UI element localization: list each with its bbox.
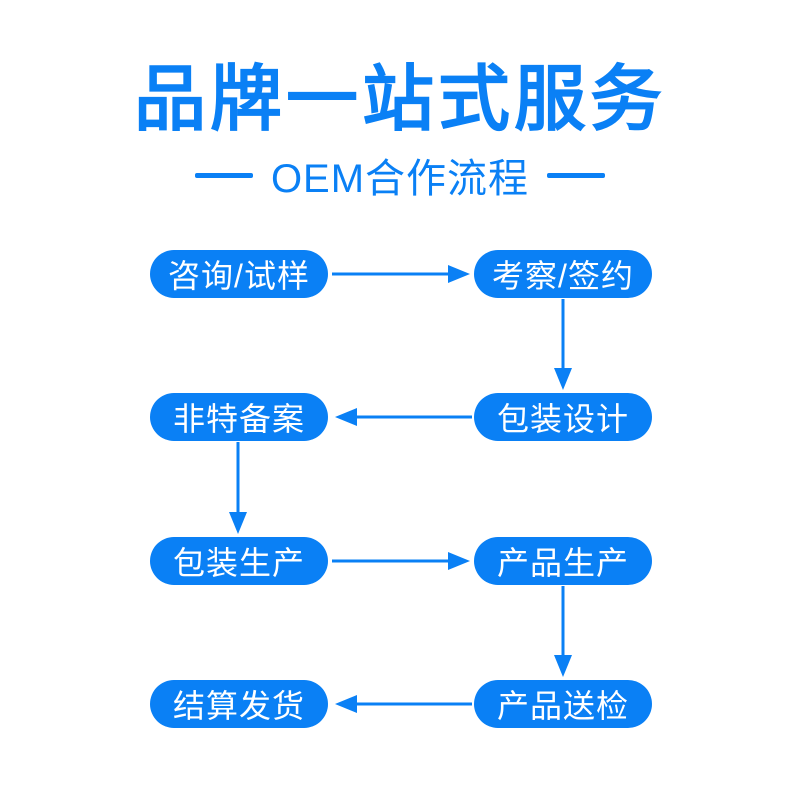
flow-node-nonspecial-filing: 非特备案 bbox=[150, 393, 328, 441]
edge-productproduction-to-testing-arrow bbox=[554, 586, 572, 677]
subtitle: OEM合作流程 bbox=[0, 152, 800, 201]
flow-node-package-design: 包装设计 bbox=[474, 393, 652, 441]
flow-node-package-production: 包装生产 bbox=[150, 537, 328, 585]
flow-node-consult-sample: 咨询/试样 bbox=[150, 250, 328, 298]
subtitle-text: OEM合作流程 bbox=[270, 157, 530, 201]
page-title: 品牌一站式服务 bbox=[133, 60, 666, 140]
edge-consult-to-inspect-arrow bbox=[332, 265, 470, 283]
subtitle-left-dash bbox=[194, 172, 253, 178]
flow-node-settle-ship: 结算发货 bbox=[150, 680, 328, 728]
flow-node-inspect-sign: 考察/签约 bbox=[474, 250, 652, 298]
edge-testing-to-settleship-arrow bbox=[335, 695, 472, 713]
edge-packagedesign-to-filing-arrow bbox=[335, 408, 472, 426]
subtitle-right-dash bbox=[547, 172, 606, 178]
flow-node-product-production: 产品生产 bbox=[474, 537, 652, 585]
edge-filing-to-packageproduction-arrow bbox=[229, 442, 247, 534]
edge-packageproduction-to-productproduction-arrow bbox=[332, 552, 470, 570]
flow-node-product-testing: 产品送检 bbox=[474, 680, 652, 728]
edge-inspect-to-packagedesign-arrow bbox=[554, 299, 572, 390]
